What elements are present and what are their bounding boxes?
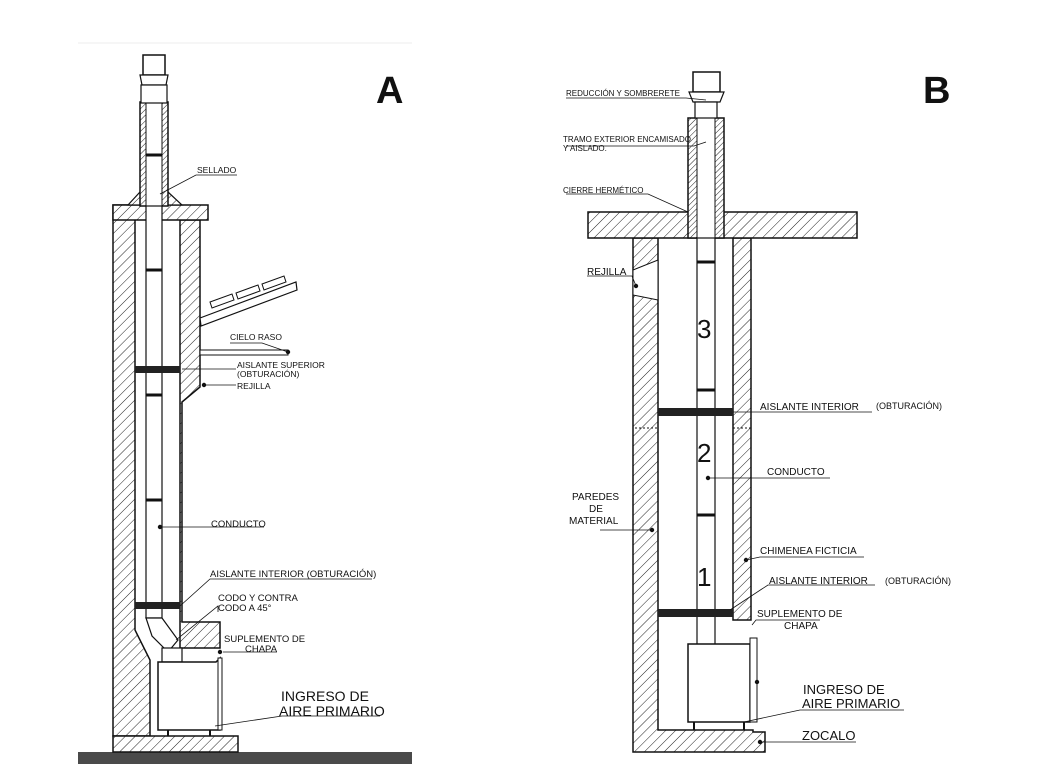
floor-strip xyxy=(78,752,412,764)
section-number-2: 2 xyxy=(697,438,711,468)
label-cielo-raso: CIELO RASO xyxy=(230,332,282,342)
label-zocalo: ZOCALO xyxy=(802,728,855,743)
label-paredes-1: PAREDES xyxy=(572,492,619,503)
label-obturacion-b-bottom: (OBTURACIÓN) xyxy=(885,576,951,586)
label-ingreso-a-1: INGRESO DE xyxy=(281,688,369,704)
panel-b-letter: B xyxy=(923,70,950,112)
label-conducto-a: CONDUCTO xyxy=(211,519,266,530)
label-ingreso-b-1: INGRESO DE xyxy=(803,682,885,697)
label-suplemento-a-1: SUPLEMENTO DE xyxy=(224,634,305,645)
label-codo-1: CODO Y CONTRA xyxy=(218,593,299,604)
label-aislante-interior-b-bottom: AISLANTE INTERIOR xyxy=(769,576,868,587)
label-ingreso-a-2: AIRE PRIMARIO xyxy=(279,703,385,719)
roof xyxy=(199,281,298,327)
label-tramo-2: Y AISLADO. xyxy=(563,144,607,153)
label-paredes-3: MATERIAL xyxy=(569,516,619,527)
label-suplemento-a-2: CHAPA xyxy=(245,644,278,655)
label-aislante-interior-b-top: AISLANTE INTERIOR xyxy=(760,402,859,413)
label-aislante-interior-a: AISLANTE INTERIOR (OBTURACIÓN) xyxy=(210,569,376,580)
stove xyxy=(157,656,221,731)
label-ingreso-b-2: AIRE PRIMARIO xyxy=(802,696,900,711)
label-rejilla-b: REJILLA xyxy=(587,267,627,278)
base-slab xyxy=(112,735,239,753)
b-stove xyxy=(687,643,751,723)
label-obturacion-b-top: (OBTURACIÓN) xyxy=(876,401,942,411)
label-tramo-1: TRAMO EXTERIOR ENCAMISADO xyxy=(563,135,691,144)
section-number-1: 1 xyxy=(697,562,711,592)
label-rejilla-a: REJILLA xyxy=(237,381,271,391)
label-aislante-superior: AISLANTE SUPERIOR xyxy=(237,360,325,370)
label-cierre: CIERRE HERMÉTICO xyxy=(563,186,643,195)
panel-b: 3 2 1 B REDUCCIÓN Y SOMBRERETE xyxy=(563,70,951,753)
left-wall xyxy=(112,204,151,737)
inner-duct xyxy=(145,205,163,619)
label-chimenea-ficticia: CHIMENEA FICTICIA xyxy=(760,546,857,557)
panel-a: A SELLADO CIELO RASO AISLANTE SUPERIOR (… xyxy=(78,42,412,764)
ceiling xyxy=(199,349,289,356)
label-paredes-2: DE xyxy=(589,504,603,515)
label-aislante-superior-obturacion: (OBTURACIÓN) xyxy=(237,369,300,379)
chimney-cap xyxy=(142,54,166,76)
right-wall xyxy=(179,219,221,649)
label-reduccion: REDUCCIÓN Y SOMBRERETE xyxy=(566,89,680,98)
label-suplemento-b-2: CHAPA xyxy=(784,621,818,632)
elbow-fitting xyxy=(145,617,179,653)
section-number-3: 3 xyxy=(697,314,711,344)
upper-insulation-band xyxy=(135,366,180,373)
b-upper-insulation-band xyxy=(658,408,733,416)
b-chimney-cap xyxy=(692,71,721,93)
b-lower-insulation-band xyxy=(658,609,733,617)
lower-insulation-band xyxy=(135,602,180,609)
label-suplemento-b-1: SUPLEMENTO DE xyxy=(757,609,843,620)
label-codo-2: CODO A 45° xyxy=(218,603,272,614)
label-sellado: SELLADO xyxy=(197,165,237,175)
b-inner-wall xyxy=(732,237,752,621)
label-conducto-b: CONDUCTO xyxy=(767,467,825,478)
panel-a-letter: A xyxy=(376,70,403,112)
